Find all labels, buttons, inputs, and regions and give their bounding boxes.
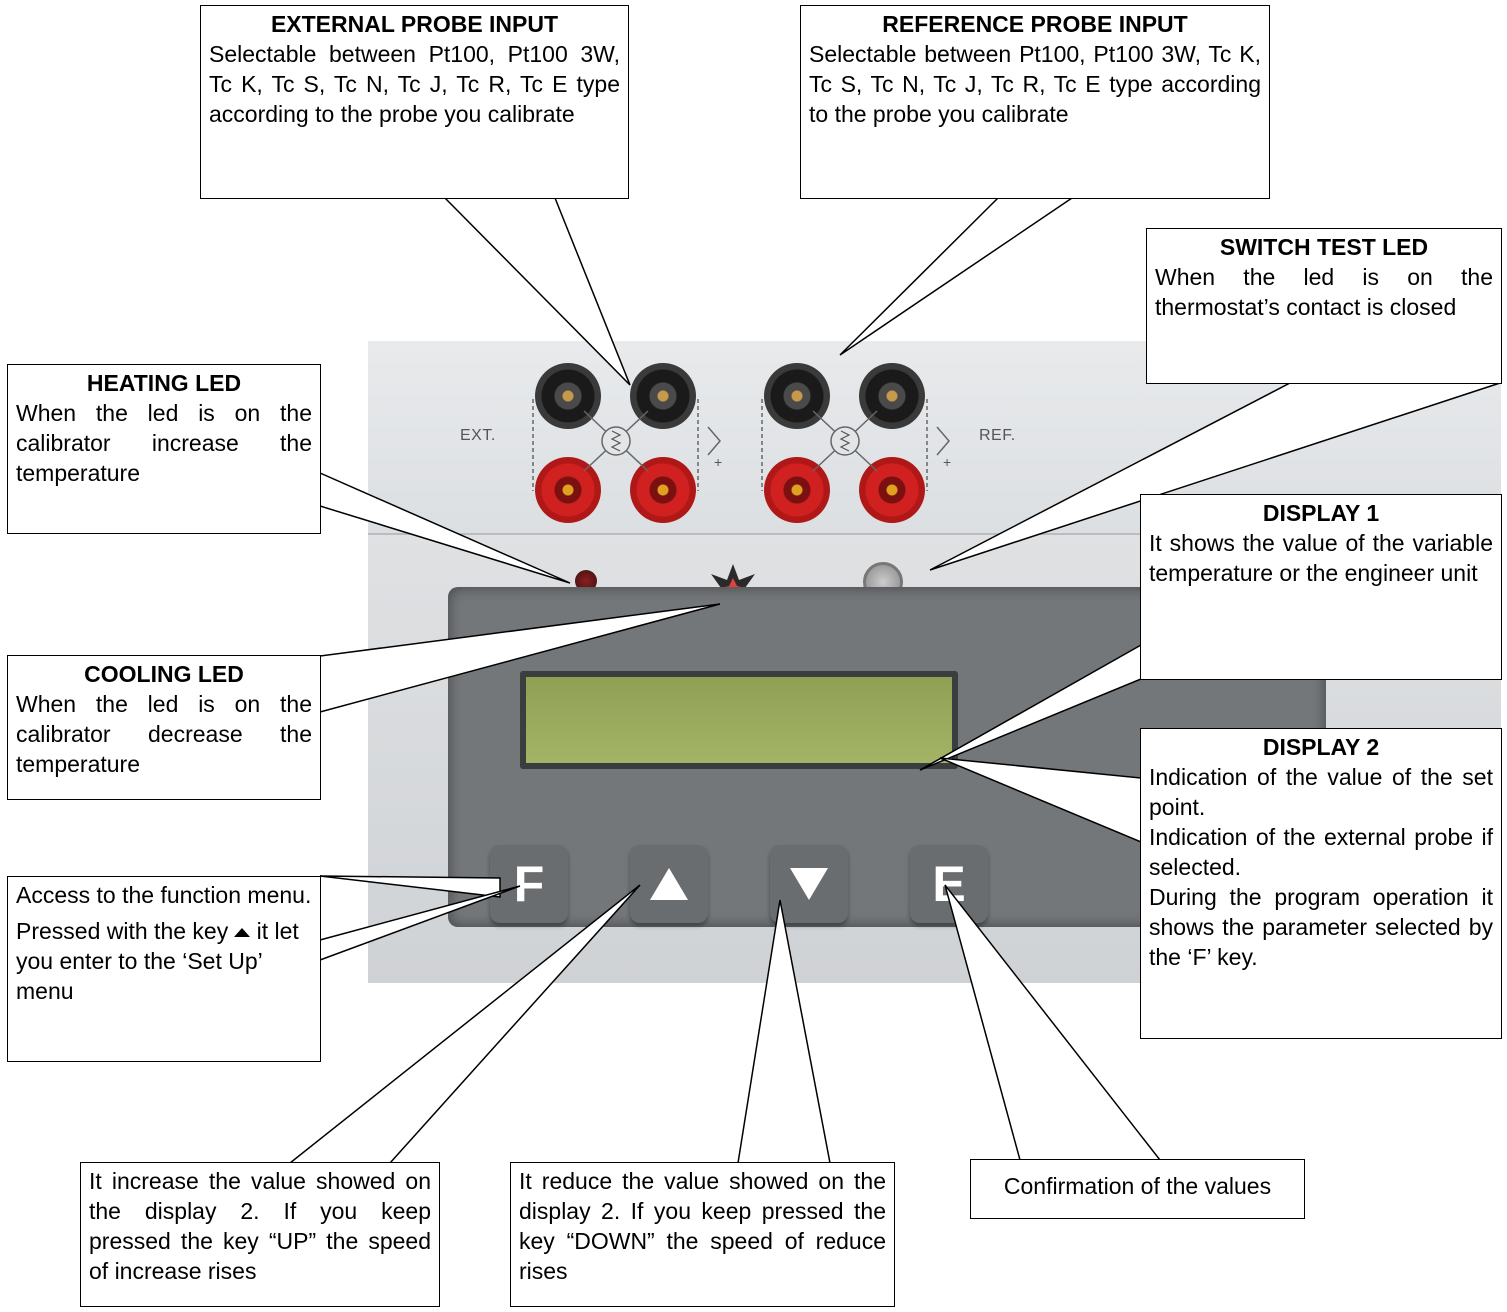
callout-text: It shows the value of the variable tempe… (1149, 530, 1493, 586)
callout-line: Access to the function menu. (16, 882, 312, 908)
ref-label: REF. (979, 427, 1016, 444)
callout-text-before: Pressed with the key (16, 918, 229, 944)
f-key-button[interactable]: F (490, 845, 568, 923)
callout-text: Confirmation of the values (1003, 1173, 1272, 1199)
callout-line: Indication of the external probe if sele… (1149, 824, 1493, 880)
callout-title: DISPLAY 2 (1262, 734, 1380, 760)
callout-reference-probe-input: REFERENCE PROBE INPUT Selectable between… (800, 5, 1270, 199)
pointer-e-key (944, 884, 1162, 1161)
up-arrow-icon (234, 928, 251, 938)
callout-down-key: It reduce the value showed on the displa… (510, 1162, 895, 1307)
callout-cooling-led: COOLING LED When the led is on the calib… (7, 655, 321, 800)
heating-led (575, 570, 597, 592)
pointer-external-probe (443, 197, 631, 386)
e-key-label: E (932, 856, 966, 912)
ext-label: EXT. (460, 427, 496, 444)
lcd-display (520, 671, 958, 769)
callout-text: Selectable between Pt100, Pt100 3W, Tc K… (809, 41, 1261, 127)
callout-title: DISPLAY 1 (1262, 500, 1380, 526)
callout-text: When the led is on the calibrator decrea… (16, 691, 312, 777)
callout-title: SWITCH TEST LED (1219, 234, 1429, 260)
callout-text: It reduce the value showed on the displa… (519, 1168, 886, 1284)
up-key-button[interactable] (630, 845, 708, 923)
callout-heating-led: HEATING LED When the led is on the calib… (7, 364, 321, 534)
f-key-label: F (513, 856, 545, 912)
callout-title: EXTERNAL PROBE INPUT (270, 11, 559, 37)
ref-red-jack-2[interactable] (859, 457, 925, 523)
callout-line: During the program operation it shows th… (1149, 884, 1493, 970)
triangle-down-icon (790, 868, 828, 900)
pointer-cooling (319, 603, 721, 713)
callout-switch-test-led: SWITCH TEST LED When the led is on the t… (1146, 228, 1502, 384)
callout-display-2: DISPLAY 2 Indication of the value of the… (1140, 728, 1502, 1039)
callout-external-probe-input: EXTERNAL PROBE INPUT Selectable between … (200, 5, 629, 199)
pointer-display-2 (939, 757, 1142, 844)
callout-text: Selectable between Pt100, Pt100 3W, Tc K… (209, 41, 620, 127)
ref-red-jack-1[interactable] (764, 457, 830, 523)
ext-black-jack-1[interactable] (535, 363, 601, 429)
pointer-heating (319, 471, 571, 584)
pointer-f-key (319, 875, 501, 898)
callout-title: HEATING LED (86, 370, 242, 396)
callout-text: When the led is on the thermostat’s cont… (1155, 264, 1493, 320)
callout-title: REFERENCE PROBE INPUT (882, 11, 1188, 37)
callout-f-key: Access to the function menu. Pressed wit… (7, 876, 321, 1062)
callout-text-after: it let you enter to the ‘Set Up’ menu (16, 918, 299, 1004)
ext-red-jack-2[interactable] (630, 457, 696, 523)
wiring-symbols: + + (532, 399, 951, 491)
pointer-f-key-2 (319, 885, 521, 962)
pointer-reference-probe (839, 197, 1075, 356)
ref-black-jack-1[interactable] (764, 363, 830, 429)
callout-line: Indication of the value of the set point… (1149, 764, 1493, 820)
ext-red-jack-1[interactable] (535, 457, 601, 523)
down-key-button[interactable] (770, 845, 848, 923)
triangle-up-icon (650, 868, 688, 900)
pointer-down-key (737, 899, 831, 1164)
e-key-button[interactable]: E (910, 845, 988, 923)
pointer-up-key (287, 884, 641, 1164)
callout-display-1: DISPLAY 1 It shows the value of the vari… (1140, 494, 1502, 680)
callout-e-key: Confirmation of the values (970, 1159, 1305, 1219)
callout-line-with-icon: Pressed with the key it let you enter to… (16, 916, 312, 1006)
svg-text:+: + (943, 454, 951, 470)
callout-up-key: It increase the value showed on the disp… (80, 1162, 440, 1307)
callout-text: When the led is on the calibrator increa… (16, 400, 312, 486)
callout-title: COOLING LED (84, 661, 244, 687)
svg-text:+: + (714, 454, 722, 470)
callout-text: It increase the value showed on the disp… (89, 1168, 431, 1284)
pointer-display-1 (919, 643, 1142, 771)
